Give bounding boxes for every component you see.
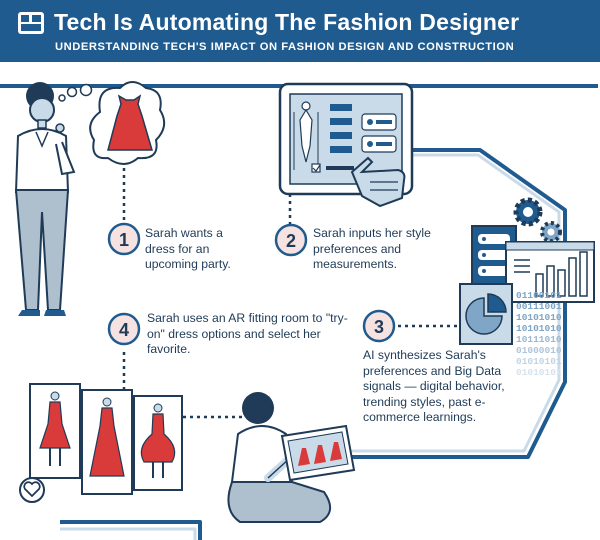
binary-line: 01010101: [516, 367, 562, 378]
step-3-text: AI synthesizes Sarah's preferences and B…: [363, 348, 505, 424]
gear-icon: [513, 197, 562, 243]
sarah-seated: [227, 392, 331, 523]
binary-line: 00111001: [516, 301, 562, 312]
tablet-form-icon: [278, 82, 414, 196]
binary-line: 01000010: [516, 345, 562, 356]
dress-icon: [107, 94, 154, 151]
dress-option-card-2: [81, 389, 133, 495]
step-badge-2-number: 2: [286, 231, 296, 251]
step-badge-1: 1: [107, 222, 141, 256]
sarah-thinking: [14, 82, 76, 316]
binary-line: 10101010: [516, 312, 562, 323]
dotted-connectors: [122, 168, 464, 419]
step-badge-2: 2: [274, 223, 308, 257]
step-badge-4-number: 4: [119, 320, 129, 340]
thought-bubble-icon: [58, 81, 166, 165]
step-badge-3-number: 3: [374, 317, 384, 337]
dress-option-card-3: [133, 395, 183, 491]
step-2-text: Sarah inputs her style preferences and m…: [313, 226, 431, 271]
binary-line: 10111010: [516, 334, 562, 345]
tablet-ar-icon: [280, 424, 356, 482]
pointing-hand-icon: [350, 156, 406, 208]
header-banner: Tech Is Automating The Fashion Designer …: [0, 0, 600, 62]
logo-icon: [18, 12, 44, 34]
step-4-text: Sarah uses an AR fitting room to "try-on…: [147, 311, 348, 356]
binary-line: 01010101: [516, 356, 562, 367]
heart-icon: [19, 477, 45, 503]
binary-line: 10101010: [516, 323, 562, 334]
step-1-text: Sarah wants a dress for an upcoming part…: [145, 226, 231, 271]
binary-line: 01100101: [516, 290, 562, 301]
step-badge-1-number: 1: [119, 230, 129, 250]
bar-chart-icon: [505, 241, 595, 303]
page-title: Tech Is Automating The Fashion Designer: [54, 9, 520, 35]
binary-data: 01100101 00111001 10101010 10101010 1011…: [516, 290, 562, 378]
step-badge-3: 3: [362, 309, 396, 343]
step-badge-4: 4: [107, 312, 141, 346]
page-subtitle: UNDERSTANDING TECH'S IMPACT ON FASHION D…: [55, 41, 515, 53]
pie-chart-icon: [459, 283, 513, 345]
journey-illustration: 1 2 3 4: [0, 81, 598, 540]
dress-option-card-1: [29, 383, 81, 479]
